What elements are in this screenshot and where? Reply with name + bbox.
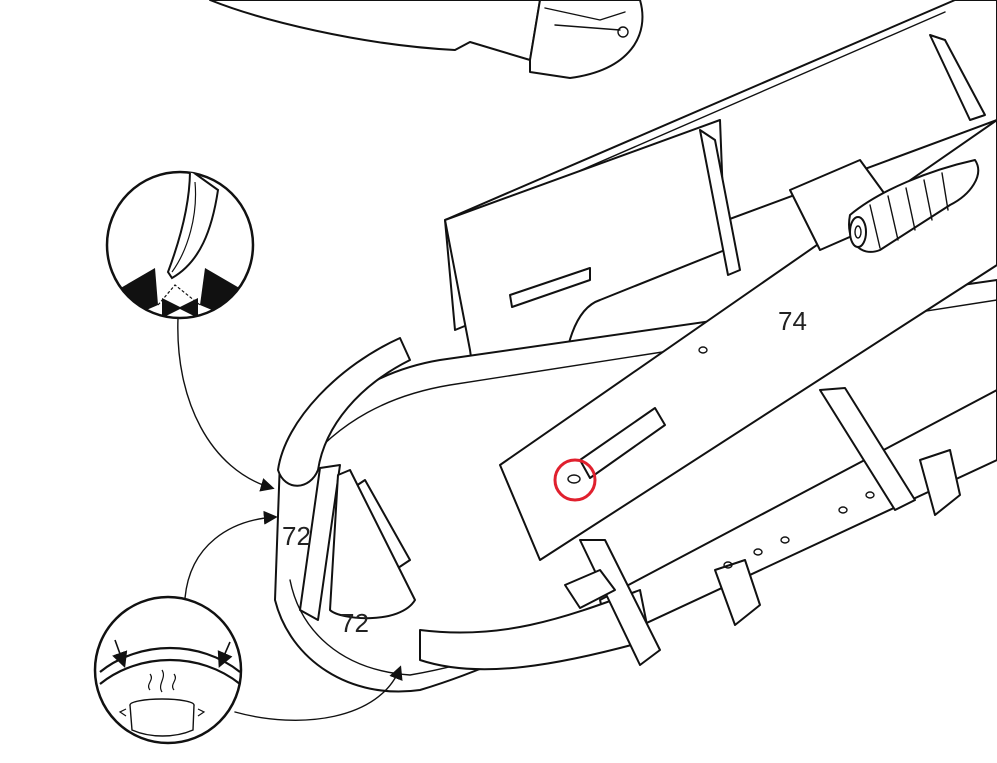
hull-frame <box>274 0 997 693</box>
knife-cutting-bevel-icon <box>105 170 255 320</box>
part-label-72-upper: 72 <box>282 521 311 551</box>
ribbed-cone <box>789 159 980 253</box>
part-label-74: 74 <box>778 306 807 336</box>
highlight-ring <box>553 458 597 502</box>
deck-piece <box>209 0 644 79</box>
callout-line-cut <box>177 317 275 492</box>
callout-line-steam-upper <box>184 510 278 599</box>
part-label-72-lower: 72 <box>340 608 369 638</box>
callout-line-steam-lower <box>234 665 403 721</box>
bow-stem <box>277 337 416 621</box>
steaming-pot-bending-icon <box>93 595 243 745</box>
